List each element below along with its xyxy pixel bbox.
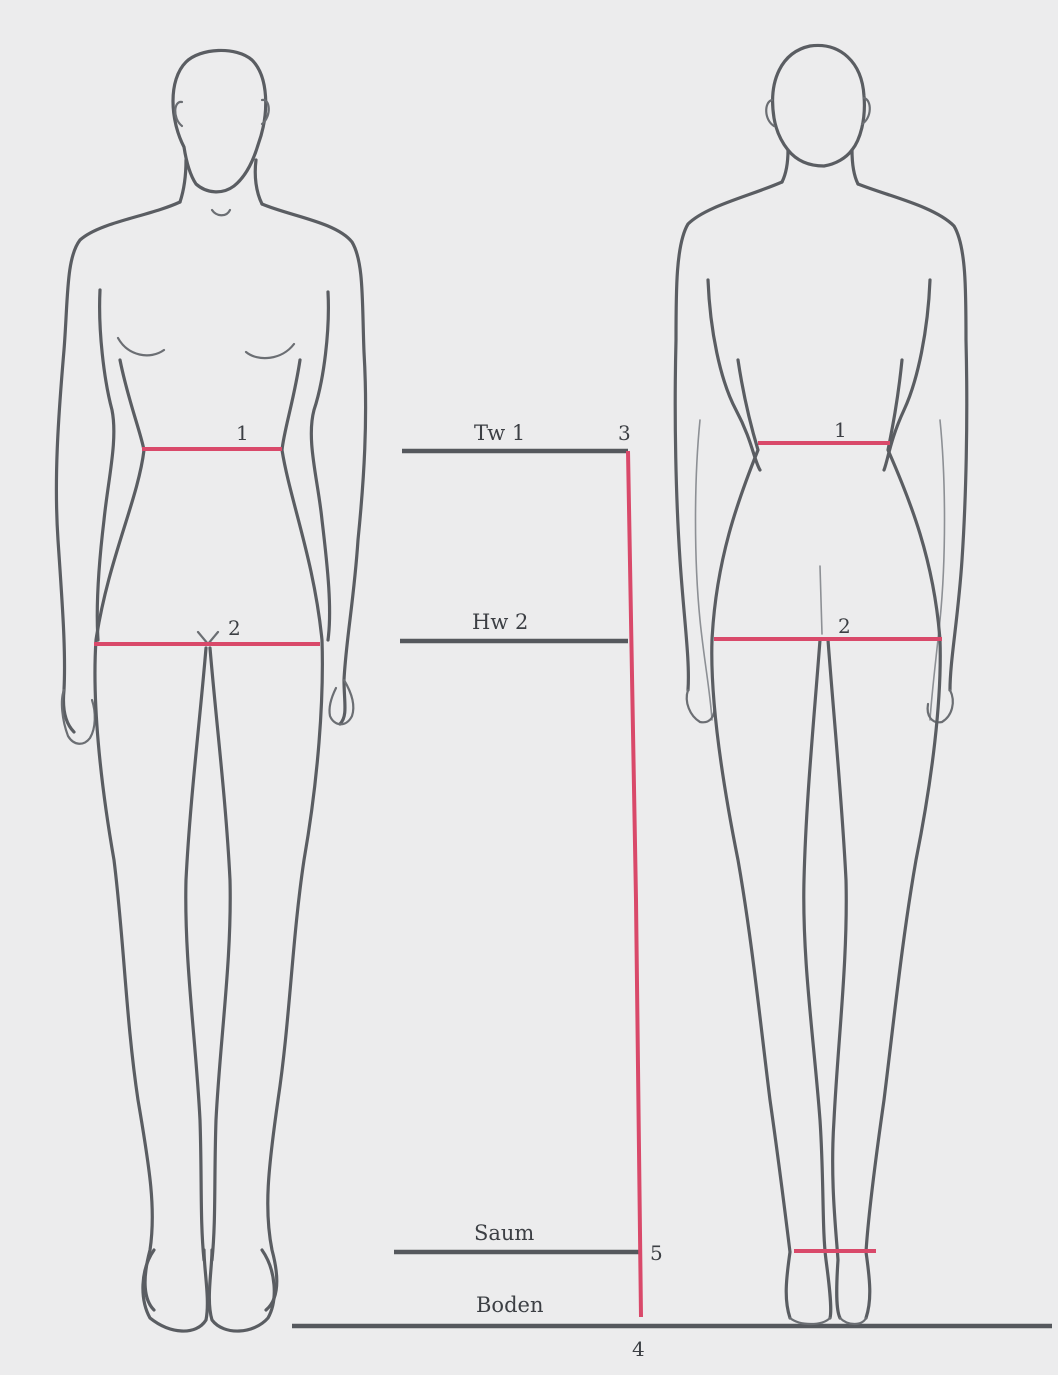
back-arm-left (675, 182, 782, 690)
back-heel-right (840, 1318, 866, 1324)
front-neck-right (255, 160, 262, 204)
front-waist-number: 1 (236, 421, 249, 445)
measure-scale: Tw 1 3 Hw 2 Saum 5 Boden 4 (292, 421, 1052, 1361)
back-arm-left-lower (696, 420, 713, 720)
back-spine (820, 566, 822, 634)
floor-point-number: 4 (632, 1337, 645, 1361)
front-leg-right-inner (210, 648, 230, 1260)
back-head-outline (773, 45, 865, 166)
back-waist-number: 1 (834, 418, 847, 442)
floor-line-label: Boden (476, 1293, 543, 1317)
front-chest-right (246, 344, 294, 358)
hem-point-number: 5 (650, 1241, 663, 1265)
front-chest-left (118, 338, 164, 355)
back-torso-left (712, 360, 790, 1318)
front-leg-left-inner (186, 648, 206, 1260)
front-figure (56, 50, 365, 1331)
front-arm-left (56, 202, 180, 732)
front-neck-left (180, 160, 186, 202)
waist-line-label: Tw 1 (474, 421, 525, 445)
back-figure (675, 45, 967, 1324)
skirt-length-line (628, 451, 641, 1317)
front-hand-right (329, 680, 353, 724)
front-torso-right (266, 360, 322, 1310)
front-foot-right (209, 1250, 274, 1331)
back-heel-left (790, 1318, 830, 1324)
front-collarbone (212, 210, 230, 215)
back-arm-left-inner (708, 280, 760, 470)
back-leg-right-inner (828, 640, 846, 1318)
back-leg-left-inner (804, 640, 831, 1318)
front-torso-left (95, 360, 154, 1310)
front-hip-number: 2 (228, 616, 241, 640)
back-arm-right (858, 184, 967, 690)
back-hip-number: 2 (838, 614, 851, 638)
front-foot-left (143, 1250, 207, 1331)
back-neck-left (782, 150, 788, 182)
hem-line-label: Saum (474, 1221, 534, 1245)
back-torso-right (866, 360, 940, 1318)
waist-point-number: 3 (618, 421, 631, 445)
back-neck-right (852, 150, 858, 184)
hip-line-label: Hw 2 (472, 610, 528, 634)
back-arm-right-lower (930, 420, 945, 720)
